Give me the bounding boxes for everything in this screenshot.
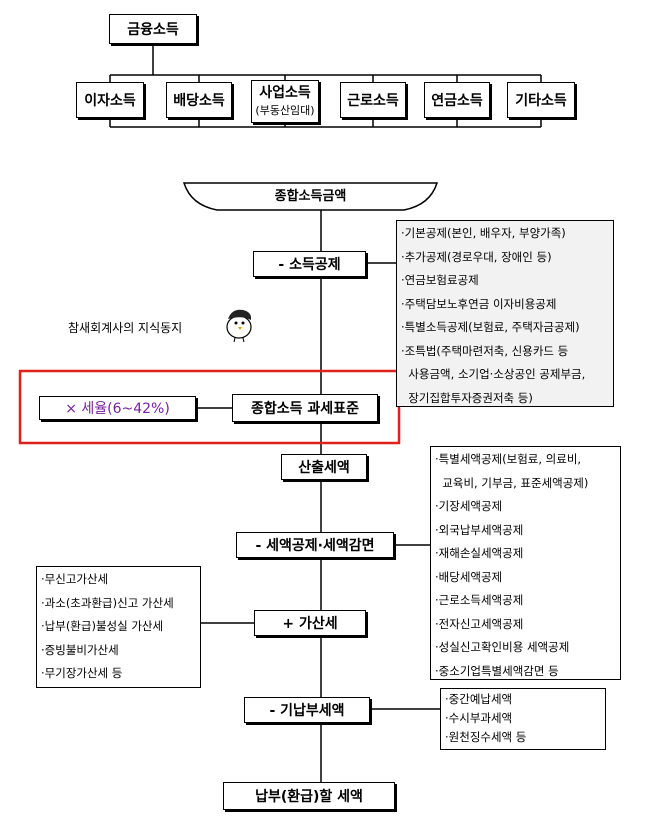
pension-income-box: 연금소득 [424, 82, 490, 118]
computed-tax-label: 산출세액 [298, 457, 350, 477]
sparrow-icon [222, 305, 258, 343]
business-income-label: 사업소득 [259, 85, 311, 102]
list-item: ·외국납부세액공제 [435, 519, 616, 543]
list-item: ·수시부과세액 [445, 709, 601, 728]
financial-income-label: 금융소득 [127, 19, 179, 39]
list-item: ·납부(환급)불성실 가산세 [41, 615, 196, 639]
list-item: ·성실신고확인비용 세액공제 [435, 636, 616, 660]
list-item: ·주택담보노후연금 이자비용공제 [401, 293, 609, 317]
earned-income-box: 근로소득 [340, 82, 406, 118]
list-item: ·근로소득세액공제 [435, 589, 616, 613]
tax-base-box: 종합소득 과세표준 [232, 394, 378, 422]
tax-base-label: 종합소득 과세표준 [251, 398, 359, 418]
list-item: ·조특법(주택마련저축, 신용카드 등 [401, 340, 609, 364]
prepaid-tax-box: - 기납부세액 [244, 697, 370, 723]
list-item: 장기집합투자증권저축 등) [401, 387, 609, 411]
list-item: ·연금보험료공제 [401, 269, 609, 293]
list-item: ·과소(초과환급)신고 가산세 [41, 592, 196, 616]
list-item: ·무기장가산세 등 [41, 662, 196, 686]
prepaid-list: ·중간예납세액 ·수시부과세액 ·원천징수세액 등 [440, 688, 606, 750]
other-income-box: 기타소득 [507, 82, 575, 118]
credit-list: ·특별세액공제(보험료, 의료비, 교육비, 기부금, 표준세액공제) ·기장세… [430, 446, 621, 680]
earned-income-label: 근로소득 [347, 90, 399, 110]
list-item: ·특별소득공제(보험료, 주택자금공제) [401, 316, 609, 340]
prepaid-tax-label: - 기납부세액 [269, 700, 344, 720]
income-deduction-label: - 소득공제 [278, 254, 340, 274]
list-item: ·배당세액공제 [435, 566, 616, 590]
interest-income-box: 이자소득 [76, 82, 144, 118]
penalty-label: + 가산세 [282, 613, 337, 633]
income-deduction-box: - 소득공제 [253, 251, 366, 277]
dividend-income-box: 배당소득 [166, 82, 232, 118]
pension-income-label: 연금소득 [431, 90, 483, 110]
dividend-income-label: 배당소득 [173, 90, 225, 110]
list-item: 사용금액, 소기업·소상공인 공제부금, [401, 363, 609, 387]
computed-tax-box: 산출세액 [281, 454, 367, 480]
deduction-list: ·기본공제(본인, 배우자, 부양가족) ·추가공제(경로우대, 장애인 등) … [396, 220, 614, 407]
credits-label: - 세액공제·세액감면 [255, 535, 374, 555]
list-item: ·무신고가산세 [41, 568, 196, 592]
tax-rate-label: × 세율(6~42%) [65, 398, 170, 418]
penalty-list: ·무신고가산세 ·과소(초과환급)신고 가산세 ·납부(환급)불성실 가산세 ·… [36, 566, 201, 688]
watermark-text: 참새회계사의 지식동지 [68, 319, 182, 336]
credits-box: - 세액공제·세액감면 [236, 532, 394, 558]
list-item: ·증빙불비가산세 [41, 639, 196, 663]
other-income-label: 기타소득 [515, 90, 567, 110]
business-income-box: 사업소득(부동산임대) [251, 80, 319, 123]
tax-rate-box: × 세율(6~42%) [39, 396, 196, 420]
gross-income-label: 종합소득금액 [275, 185, 347, 204]
final-tax-box: 납부(환급)할 세액 [223, 782, 395, 810]
list-item: ·전자신고세액공제 [435, 613, 616, 637]
list-item: ·기장세액공제 [435, 495, 616, 519]
gross-income-banner: 종합소득금액 [200, 183, 421, 205]
financial-income-box: 금융소득 [109, 14, 197, 44]
penalty-box: + 가산세 [254, 610, 366, 636]
list-item: ·추가공제(경로우대, 장애인 등) [401, 246, 609, 270]
list-item: 교육비, 기부금, 표준세액공제) [435, 472, 616, 496]
list-item: ·원천징수세액 등 [445, 728, 601, 747]
interest-income-label: 이자소득 [84, 90, 136, 110]
list-item: ·중간예납세액 [445, 690, 601, 709]
list-item: ·중소기업특별세액감면 등 [435, 660, 616, 684]
list-item: ·재해손실세액공제 [435, 542, 616, 566]
final-tax-label: 납부(환급)할 세액 [255, 786, 363, 806]
list-item: ·특별세액공제(보험료, 의료비, [435, 448, 616, 472]
list-item: ·기본공제(본인, 배우자, 부양가족) [401, 222, 609, 246]
business-income-sublabel: (부동산임대) [255, 102, 314, 119]
